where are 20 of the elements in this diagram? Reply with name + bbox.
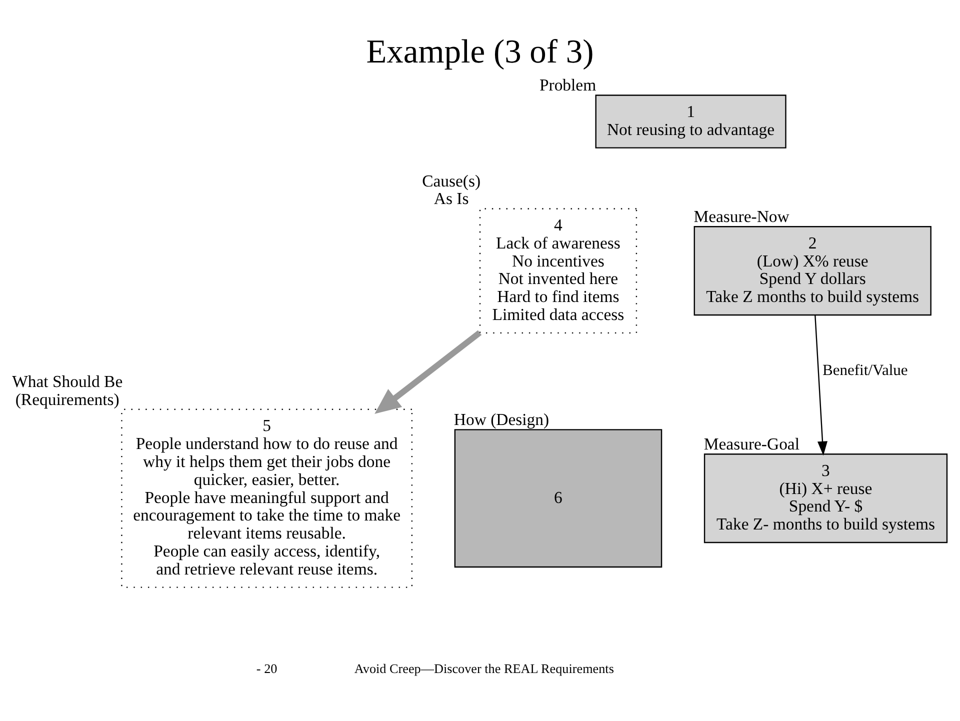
arrow <box>814 314 828 456</box>
edge-label: Benefit/Value <box>822 362 908 379</box>
node-label: What Should Be <box>12 371 123 390</box>
node-box: 2 (Low) X% reuse Spend Y dollars Take Z months to build systems <box>694 226 932 316</box>
node-label: How (Design) <box>454 410 550 429</box>
label: - 20 <box>256 660 278 676</box>
node-box: 3 (Hi) X+ reuse Spend Y- $ Take Z- months to build systems <box>704 453 948 543</box>
node-box: 6 <box>454 428 662 568</box>
node-label: (Requirements) <box>15 389 120 408</box>
node-label: Cause(s) <box>422 170 481 190</box>
node-label: Measure-Now <box>694 206 790 226</box>
node-box: 1 Not reusing to advantage <box>595 94 786 148</box>
node-box: 4 Lack of awareness No incentives Not invented here Hard to find items Limited data access <box>479 208 638 334</box>
arrow <box>374 330 482 414</box>
node-box: 5 People understand how to do reuse and why it helps them get their jobs done quicker, easier, better. People have meaningful support and encouragement to take the time to make relevant items reusable. People can easily access, identify, and retrieve relevant reuse items. <box>121 408 413 588</box>
node-label: Measure-Goal <box>704 434 800 454</box>
label: Avoid Creep—Discover the REAL Requirements <box>354 660 614 676</box>
diagram-title: Example (3 of 3) <box>366 32 594 70</box>
node-label: Problem <box>539 75 596 94</box>
node-label: As Is <box>434 188 469 208</box>
